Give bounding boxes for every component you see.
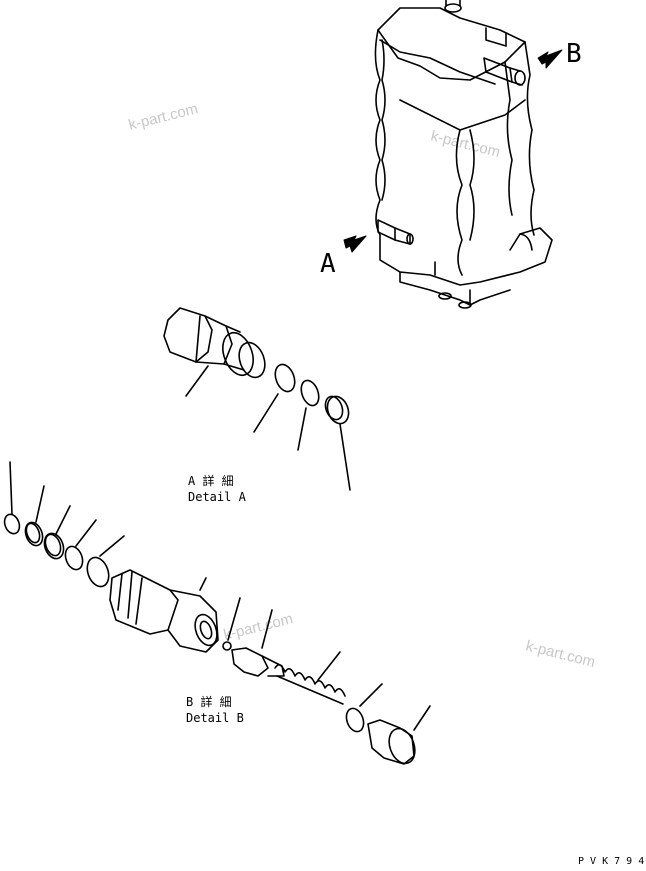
watermark-4: k-part.com (524, 637, 597, 671)
control-valve-body (374, 0, 553, 309)
detail-a-parts (163, 307, 351, 491)
view-label-a: A (320, 249, 336, 279)
watermark-3: k-part.com (222, 610, 295, 644)
detail-a-en-label: Detail A (188, 490, 247, 504)
arrow-a-icon (343, 235, 367, 253)
arrow-b-icon (537, 49, 563, 69)
drawing-code: P V K 7 9 4 6 (578, 856, 646, 867)
detail-b-jp-label: B 詳 細 (186, 694, 232, 709)
watermark-2: k-part.com (429, 127, 502, 161)
watermark-1: k-part.com (127, 100, 200, 134)
detail-a-jp-label: A 詳 細 (188, 473, 234, 488)
detail-b-parts (3, 461, 431, 765)
view-label-b: B (566, 39, 582, 69)
detail-b-en-label: Detail B (186, 711, 244, 725)
